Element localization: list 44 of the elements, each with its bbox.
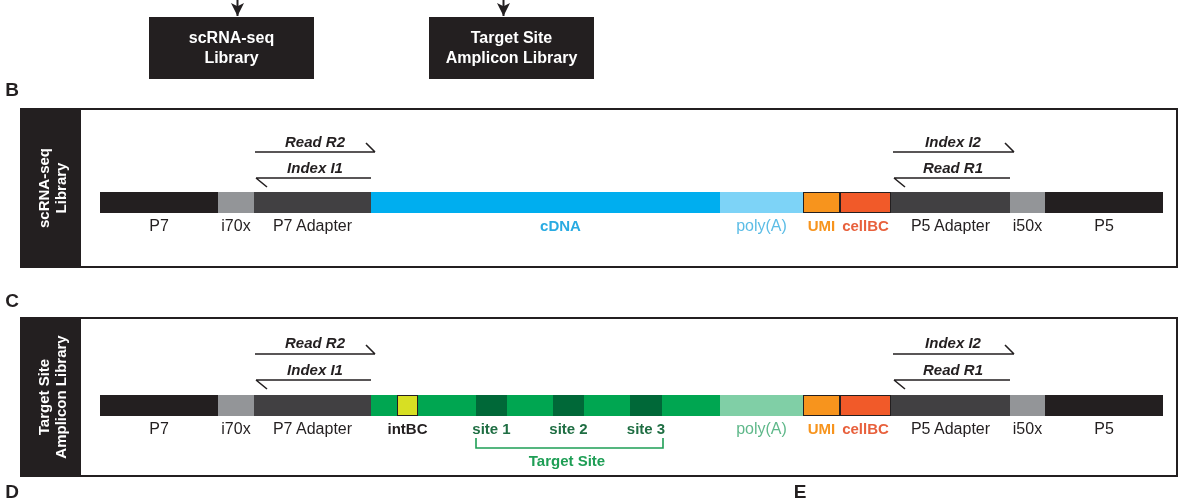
read-label: Index I1 bbox=[287, 361, 343, 379]
segment-label: cellBC bbox=[842, 217, 889, 235]
arrow bbox=[497, 0, 510, 17]
segment-label: P7 Adapter bbox=[272, 217, 353, 235]
segment-label: intBC bbox=[387, 420, 428, 438]
panel-label: B bbox=[5, 79, 19, 101]
segment-label: P7 bbox=[149, 420, 169, 438]
segment-label: cDNA bbox=[540, 217, 581, 235]
read-label: Read R1 bbox=[923, 159, 983, 177]
read-label: Index I1 bbox=[287, 159, 343, 177]
panel-label: E bbox=[793, 481, 807, 503]
segment-label: UMI bbox=[807, 420, 836, 438]
read-label: Read R2 bbox=[285, 133, 345, 151]
segment-label: cellBC bbox=[842, 420, 889, 438]
segment-label: P5 Adapter bbox=[910, 217, 991, 235]
segment-label: P5 bbox=[1094, 420, 1114, 438]
segment-label: P5 Adapter bbox=[910, 420, 991, 438]
segment-label: i70x bbox=[221, 217, 251, 235]
library-box: Target Site Amplicon Library bbox=[429, 17, 594, 79]
panel-label: C bbox=[5, 290, 19, 312]
read-label: Index I2 bbox=[925, 133, 981, 151]
library-panel bbox=[20, 108, 1178, 268]
library-title: Target Site Amplicon Library bbox=[34, 334, 69, 461]
segment-label: site 2 bbox=[549, 420, 588, 438]
read-label: Read R1 bbox=[923, 361, 983, 379]
panel-label: D bbox=[5, 481, 19, 503]
library-panel bbox=[20, 317, 1178, 477]
read-label: Read R2 bbox=[285, 334, 345, 352]
segment-label: P5 bbox=[1094, 217, 1114, 235]
segment-label: i50x bbox=[1012, 217, 1043, 235]
library-title: scRNA-seq Library bbox=[34, 147, 69, 230]
segment-label: UMI bbox=[807, 217, 836, 235]
segment-label: poly(A) bbox=[736, 217, 787, 235]
segment-label: site 1 bbox=[472, 420, 511, 438]
arrow bbox=[231, 0, 244, 17]
segment-label: i50x bbox=[1012, 420, 1043, 438]
segment-label: P7 bbox=[149, 217, 169, 235]
segment-label: i70x bbox=[221, 420, 251, 438]
bracket-label: Target Site bbox=[528, 452, 606, 470]
segment-label: P7 Adapter bbox=[272, 420, 353, 438]
segment-label: site 3 bbox=[626, 420, 666, 438]
read-label: Index I2 bbox=[925, 334, 981, 352]
library-box: scRNA-seq Library bbox=[149, 17, 314, 79]
segment-label: poly(A) bbox=[736, 420, 787, 438]
